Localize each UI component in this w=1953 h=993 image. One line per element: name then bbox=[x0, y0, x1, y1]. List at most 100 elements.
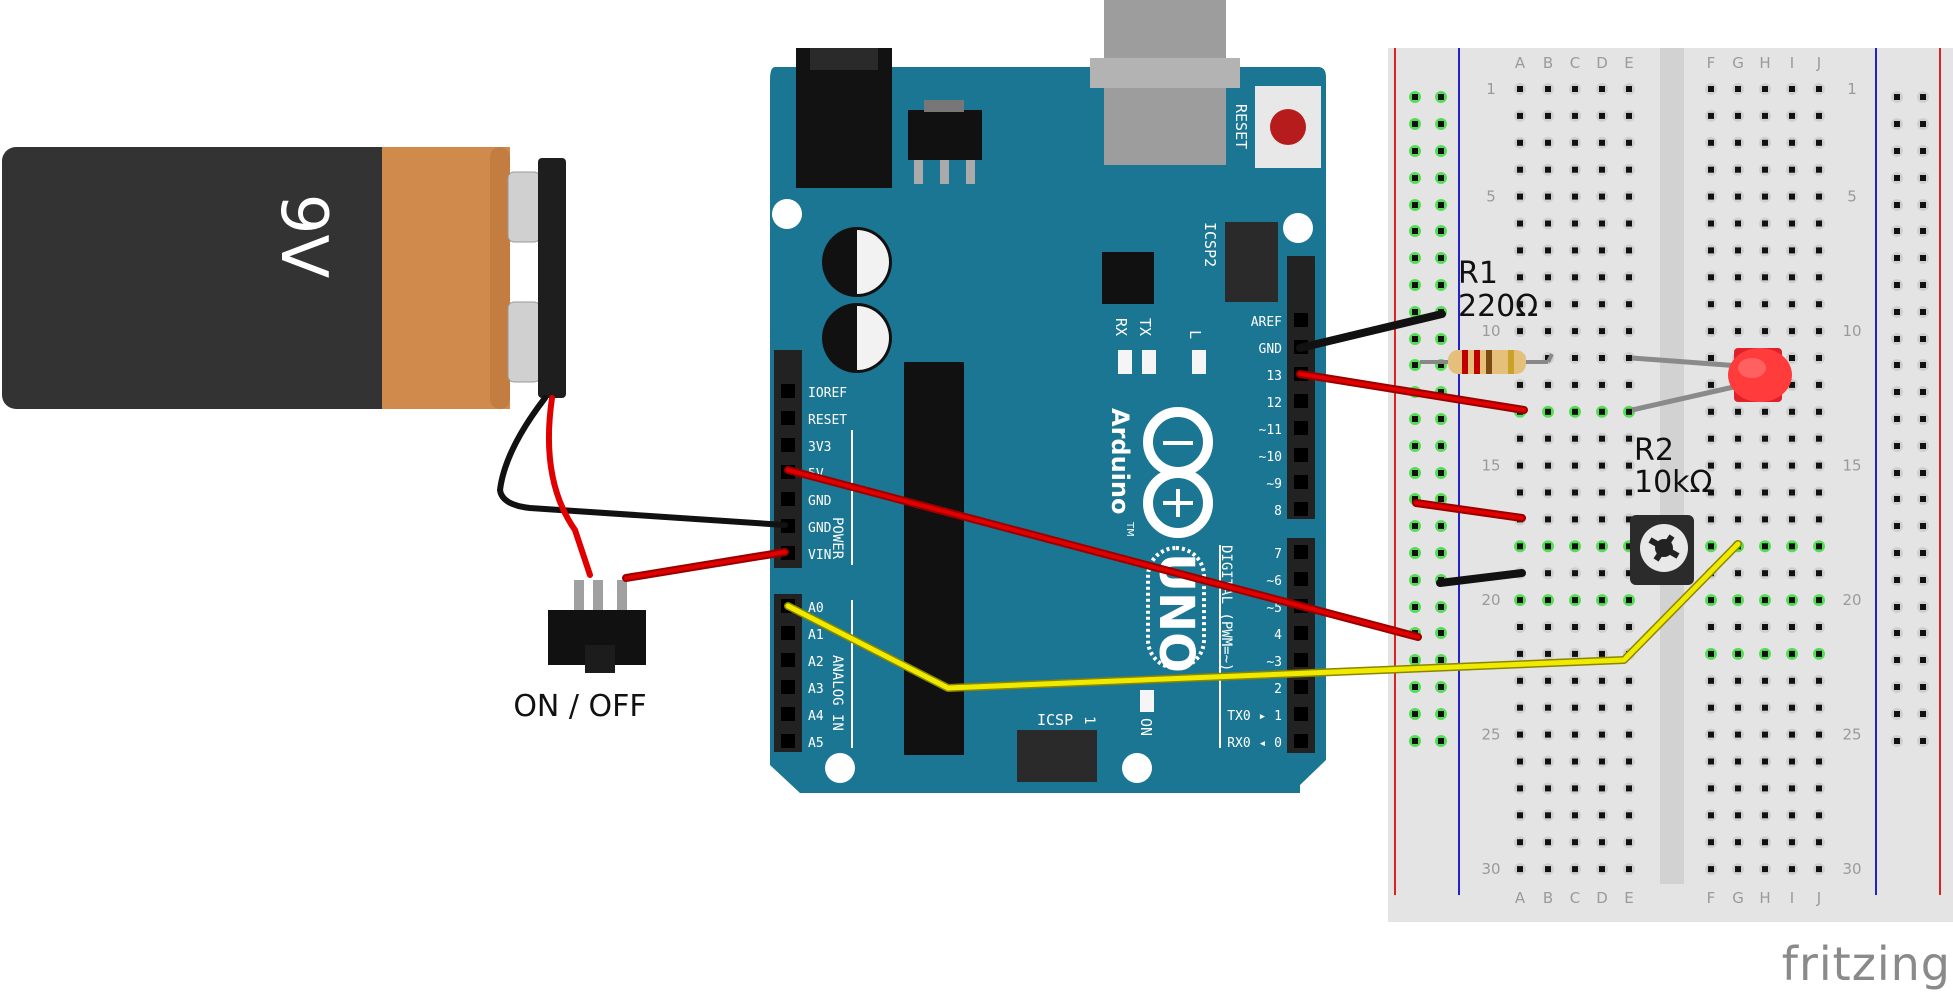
rail-hole-core bbox=[1920, 523, 1926, 529]
bb-column-label: B bbox=[1543, 54, 1553, 72]
bb-hole-core bbox=[1762, 839, 1768, 846]
rail-hole-core bbox=[1438, 362, 1444, 368]
bb-hole-core bbox=[1762, 220, 1768, 227]
bb-hole-core bbox=[1599, 812, 1605, 819]
rail-hole-core bbox=[1438, 496, 1444, 502]
bb-hole-core bbox=[1816, 328, 1822, 335]
analog-pin bbox=[781, 653, 795, 667]
rail-hole-core bbox=[1412, 336, 1418, 342]
bb-hole-core bbox=[1626, 247, 1632, 254]
bb-hole-core bbox=[1626, 435, 1632, 442]
arduino-trademark-label: TM bbox=[1124, 521, 1135, 537]
bb-hole-core bbox=[1517, 139, 1523, 146]
bb-hole-core bbox=[1626, 570, 1632, 577]
power-pin bbox=[781, 411, 795, 425]
arduino-logo-icon bbox=[1143, 407, 1213, 538]
reset-label: RESET bbox=[1232, 104, 1250, 149]
bb-hole-core bbox=[1626, 785, 1632, 792]
bb-hole-core bbox=[1789, 435, 1795, 442]
bb-hole-core bbox=[1517, 839, 1523, 846]
bb-hole-core bbox=[1599, 166, 1605, 173]
digital-top-pin-label: GND bbox=[1259, 342, 1283, 357]
power-pin bbox=[781, 492, 795, 506]
bb-hole-core bbox=[1626, 381, 1632, 388]
bb-column-label: F bbox=[1707, 889, 1716, 907]
bb-row-label: 10 bbox=[1481, 322, 1500, 340]
battery-black-lead bbox=[497, 395, 788, 528]
bb-hole-core bbox=[1572, 381, 1578, 388]
bb-column-label: G bbox=[1732, 54, 1744, 72]
bb-column-label: C bbox=[1570, 54, 1580, 72]
bb-hole-core bbox=[1789, 220, 1795, 227]
rail-hole-core bbox=[1412, 309, 1418, 315]
bb-hole-core bbox=[1599, 274, 1605, 281]
bb-hole-core bbox=[1708, 677, 1714, 684]
bb-hole-core bbox=[1517, 220, 1523, 227]
gnd-wire bbox=[1296, 310, 1446, 352]
bb-hole-core bbox=[1735, 220, 1741, 227]
digital-top-pin-label: ~10 bbox=[1259, 450, 1282, 465]
bb-hole-core bbox=[1816, 677, 1822, 684]
bb-hole-core bbox=[1789, 274, 1795, 281]
bb-hole-core bbox=[1735, 247, 1741, 254]
bb-hole-core bbox=[1572, 812, 1578, 819]
rail-hole-core bbox=[1412, 657, 1418, 663]
rail-hole-core bbox=[1438, 255, 1444, 261]
bb-hole-core bbox=[1545, 247, 1551, 254]
bb-hole-core bbox=[1572, 408, 1578, 415]
rail-hole-core bbox=[1412, 94, 1418, 100]
led-rx-label: RX bbox=[1112, 318, 1130, 336]
rail-hole-core bbox=[1438, 202, 1444, 208]
bb-hole-core bbox=[1708, 220, 1714, 227]
bb-column-label: B bbox=[1543, 889, 1553, 907]
rail-hole-core bbox=[1894, 121, 1900, 127]
breadboard-holes bbox=[1409, 83, 1929, 876]
bb-hole-core bbox=[1545, 677, 1551, 684]
rail-hole-core bbox=[1894, 282, 1900, 288]
bb-hole-core bbox=[1789, 704, 1795, 711]
led-red bbox=[1631, 348, 1792, 413]
bb-column-label: J bbox=[1816, 54, 1821, 72]
bb-hole-core bbox=[1545, 301, 1551, 308]
bb-hole-core bbox=[1599, 731, 1605, 738]
bb-hole-core bbox=[1816, 516, 1822, 523]
digital-top-pin-label: ~11 bbox=[1259, 423, 1282, 438]
bb-hole-core bbox=[1572, 220, 1578, 227]
rail-hole-core bbox=[1894, 550, 1900, 556]
bb-hole-core bbox=[1626, 301, 1632, 308]
bb-hole-core bbox=[1545, 866, 1551, 873]
bb-hole-core bbox=[1517, 86, 1523, 92]
bb-hole-core bbox=[1545, 650, 1551, 657]
bb-hole-core bbox=[1816, 839, 1822, 846]
bb-hole-core bbox=[1816, 247, 1822, 254]
icsp-pin1-label: 1 bbox=[1081, 716, 1097, 724]
bb-hole-core bbox=[1545, 812, 1551, 819]
digital-bottom-pin-label: ~5 bbox=[1266, 601, 1282, 616]
bb-hole-core bbox=[1735, 650, 1741, 657]
analog-pin-label: A0 bbox=[808, 601, 824, 616]
bb-hole-core bbox=[1599, 355, 1605, 361]
bb-hole-core bbox=[1816, 489, 1822, 496]
bb-hole-core bbox=[1789, 193, 1795, 200]
rail-hole-core bbox=[1894, 657, 1900, 663]
rail-hole-core bbox=[1894, 202, 1900, 208]
bb-hole-core bbox=[1545, 328, 1551, 335]
bb-hole-core bbox=[1626, 274, 1632, 281]
bb-hole-core bbox=[1789, 866, 1795, 873]
bb-hole-core bbox=[1708, 731, 1714, 738]
analog-pin-label: A4 bbox=[808, 709, 824, 724]
rail-hole-core bbox=[1412, 550, 1418, 556]
bb-hole-core bbox=[1545, 570, 1551, 577]
bb-hole-core bbox=[1816, 112, 1822, 119]
bb-hole-core bbox=[1626, 139, 1632, 146]
bb-hole-core bbox=[1816, 543, 1822, 550]
rail-hole-core bbox=[1894, 255, 1900, 261]
bb-hole-core bbox=[1599, 624, 1605, 630]
bb-hole-core bbox=[1762, 624, 1768, 630]
bb-hole-core bbox=[1789, 758, 1795, 765]
rail-hole-core bbox=[1412, 577, 1418, 583]
rail-hole-core bbox=[1438, 282, 1444, 288]
bb-hole-core bbox=[1762, 247, 1768, 254]
digital-top-pin-label: 13 bbox=[1266, 369, 1282, 384]
